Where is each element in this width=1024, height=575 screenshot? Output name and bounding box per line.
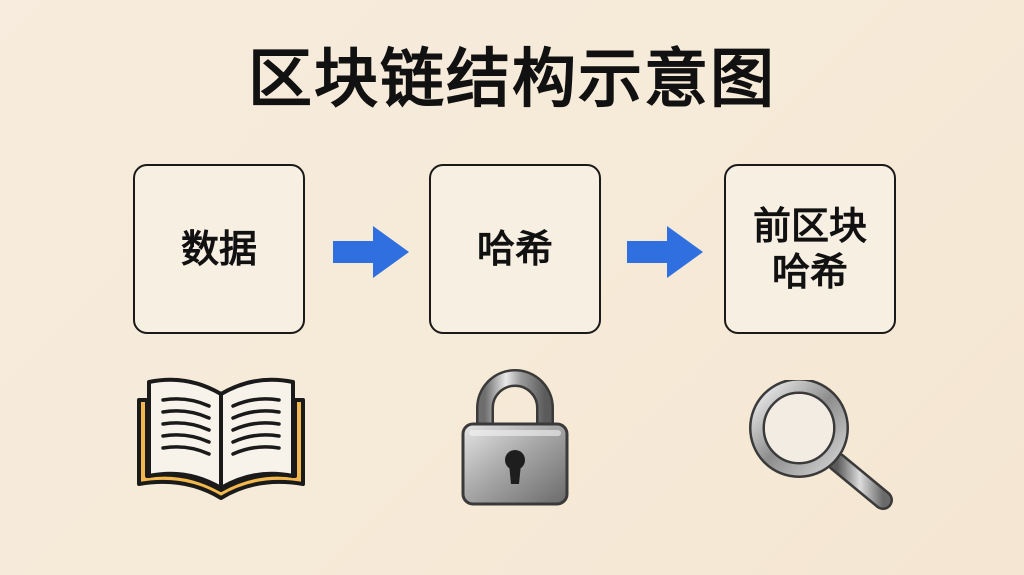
- hash-block: 哈希: [429, 164, 601, 334]
- data-block: 数据: [133, 164, 305, 334]
- previous-hash-block-label: 前区块哈希: [752, 204, 867, 294]
- right-arrow-icon: [333, 226, 409, 278]
- previous-hash-block: 前区块哈希: [724, 164, 896, 334]
- lock-icon: [461, 369, 569, 506]
- book-icon: [137, 377, 305, 500]
- hash-block-label: 哈希: [476, 227, 553, 271]
- right-arrow-icon: [627, 226, 703, 278]
- page-title: 区块链结构示意图: [248, 43, 776, 117]
- magnifier-icon: [749, 380, 893, 510]
- data-block-label: 数据: [180, 227, 257, 271]
